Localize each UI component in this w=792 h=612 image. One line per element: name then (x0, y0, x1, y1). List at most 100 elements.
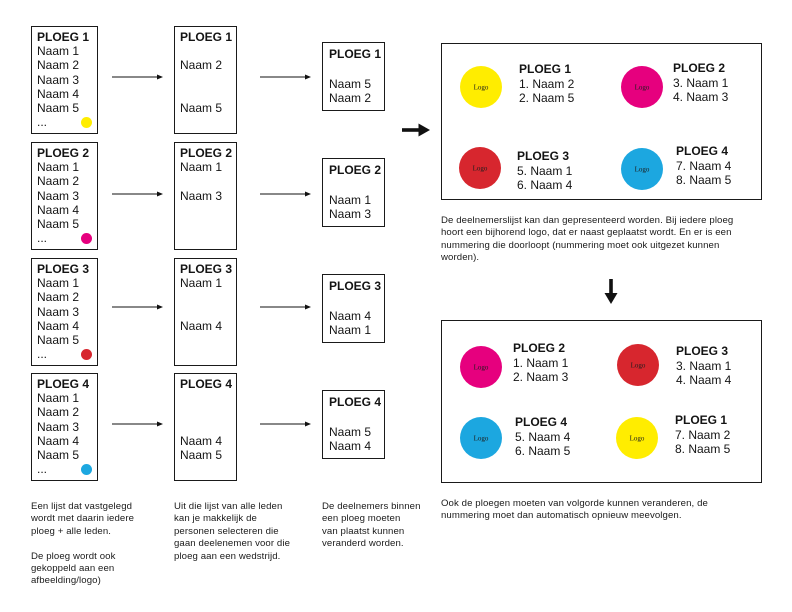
ploeg-entry: PLOEG 4 7. Naam 4 8. Naam 5 (676, 143, 731, 187)
numbered-member: 5. Naam 1 (517, 164, 573, 178)
logo-label: Logo (630, 434, 645, 442)
numbered-member: 3. Naam 1 (673, 76, 729, 90)
caption-line: ploeg + alle leden. (31, 525, 112, 537)
member-name: Naam 3 (37, 419, 80, 434)
numbered-member: 6. Naam 5 (515, 444, 571, 459)
ploeg-entry: PLOEG 2 3. Naam 1 4. Naam 3 (673, 60, 728, 104)
ordered-members: Naam 5 Naam 2 (329, 77, 384, 105)
logo-label: Logo (635, 83, 650, 91)
more-members-indicator: ... (37, 462, 48, 477)
logo-label: Logo (631, 361, 646, 369)
member-name: Naam 1 (37, 160, 80, 175)
arrow-down-bold-icon (604, 279, 618, 304)
ploeg-title: PLOEG 3 (517, 149, 570, 163)
logo-circle (460, 417, 502, 459)
caption-line: Ook de ploegen moeten van volgorde kunne… (441, 498, 708, 509)
member-name: Naam 4 (37, 86, 80, 101)
caption-line: personen selecteren die (174, 525, 279, 537)
ploeg-logo: Logo (616, 417, 658, 459)
member-name: Naam 2 (37, 290, 80, 305)
arrow-right-icon (260, 421, 311, 427)
ledenlijst-ploeg-4: PLOEG 4 Naam 1 Naam 2 Naam 3 Naam 4 Naam… (31, 373, 98, 481)
ploeg-entry: PLOEG 3 3. Naam 1 4. Naam 4 (676, 343, 731, 387)
ordered-member-name: Naam 1 (329, 323, 372, 338)
member-name: Naam 5 (37, 217, 80, 232)
arrow-right-icon (112, 304, 163, 310)
member-name: Naam 1 (37, 44, 80, 59)
logo-label: Logo (473, 164, 488, 172)
ploeg-color-dot (81, 349, 92, 360)
caption-line: kan je makkelijk de (174, 513, 257, 525)
color-dot-circle (81, 349, 92, 360)
selectie-ploeg-3: PLOEG 3 Naam 1 Naam 4 (174, 258, 237, 366)
ploeg-entry: PLOEG 1 1. Naam 2 2. Naam 5 (519, 61, 574, 105)
ploeg-title: PLOEG 3 (37, 262, 90, 276)
ploeg-logo: Logo (459, 147, 501, 189)
member-name: Naam 2 (37, 58, 80, 73)
ploeg-logo: Logo (460, 66, 502, 108)
numbered-member: 1. Naam 1 (513, 356, 569, 370)
numbered-member: 2. Naam 5 (519, 91, 575, 106)
member-name: Naam 3 (37, 72, 80, 87)
selected-member-name: Naam 1 (180, 276, 223, 291)
logo-label: Logo (474, 434, 489, 442)
ploeg-entry: PLOEG 3 5. Naam 1 6. Naam 4 (517, 148, 572, 192)
ploeg-title: PLOEG 2 (37, 146, 90, 160)
ploeg-logo: Logo (621, 66, 663, 108)
member-name: Naam 2 (37, 174, 80, 189)
ledenlijst-ploeg-1: PLOEG 1 Naam 1 Naam 2 Naam 3 Naam 4 Naam… (31, 26, 98, 134)
herschikt-caption: Ook de ploegen moeten van volgorde kunne… (441, 498, 708, 523)
caption-line: gaan deelenemen voor die (174, 538, 291, 550)
ploeg-logo: Logo (621, 148, 663, 190)
member-name: Naam 2 (37, 405, 80, 420)
logo-label: Logo (474, 83, 489, 91)
member-name: Naam 3 (37, 188, 80, 203)
member-name: Naam 4 (37, 318, 80, 333)
selected-member-name: Naam 3 (180, 188, 223, 203)
ploeg-title: PLOEG 4 (37, 377, 90, 391)
herschikt-panel: Logo PLOEG 2 1. Naam 1 2. Naam 3 Logo PL… (441, 320, 762, 483)
caption-line: De deelnemers binnen (322, 501, 421, 512)
numbered-member: 6. Naam 4 (517, 178, 573, 193)
ploeg-title: PLOEG 1 (519, 62, 572, 76)
ploeg-logo: Logo (460, 417, 502, 459)
caption-line: wordt met daarin iedere (31, 513, 135, 525)
volgorde-ploeg-2: PLOEG 2 Naam 1 Naam 3 (322, 158, 385, 227)
logo-label: Logo (635, 165, 650, 173)
caption-line: worden). (441, 252, 480, 264)
caption-paragraph: Een lijst dat vastgelegd wordt met daari… (31, 501, 134, 538)
ploeg-title: PLOEG 1 (329, 47, 382, 61)
color-dot-circle (81, 464, 92, 475)
caption-paragraph: De ploeg wordt ook gekoppeld aan een afb… (31, 551, 134, 588)
numbered-member: 4. Naam 4 (676, 373, 732, 388)
logo-label: Logo (474, 363, 489, 371)
ploeg-title: PLOEG 4 (515, 415, 568, 429)
selected-member-name: Naam 2 (180, 58, 223, 73)
numbered-member: 2. Naam 3 (513, 370, 569, 385)
color-dot-circle (81, 233, 92, 244)
presentatie-panel: Logo PLOEG 1 1. Naam 2 2. Naam 5 Logo PL… (441, 43, 762, 200)
caption-line: van plaatst kunnen (322, 525, 405, 537)
volgorde-caption: De deelnemers binnen een ploeg moeten va… (322, 501, 421, 551)
ledenlijst-caption: Een lijst dat vastgelegd wordt met daari… (31, 501, 134, 588)
ploeg-title: PLOEG 4 (329, 395, 382, 409)
ordered-member-name: Naam 5 (329, 77, 372, 91)
ordered-member-name: Naam 3 (329, 207, 372, 222)
numbered-member: 8. Naam 5 (676, 173, 732, 188)
ploeg-title: PLOEG 2 (673, 61, 726, 75)
more-members-indicator: ... (37, 347, 48, 362)
logo-circle (617, 344, 659, 386)
selected-member-name: Naam 4 (180, 318, 223, 333)
member-name: Naam 1 (37, 276, 80, 291)
caption-line: De ploeg wordt ook (31, 550, 116, 562)
caption-line: ploeg aan een wedstrijd. (174, 550, 281, 562)
ploeg-title: PLOEG 1 (180, 30, 233, 44)
ploeg-title: PLOEG 1 (37, 30, 90, 44)
ploeg-title: PLOEG 3 (329, 279, 382, 293)
selectie-ploeg-2: PLOEG 2 Naam 1 Naam 3 (174, 142, 237, 250)
arrow-right-icon (260, 74, 311, 80)
member-name: Naam 1 (37, 391, 80, 406)
arrow-right-icon (112, 421, 163, 427)
ordered-member-name: Naam 5 (329, 425, 372, 439)
